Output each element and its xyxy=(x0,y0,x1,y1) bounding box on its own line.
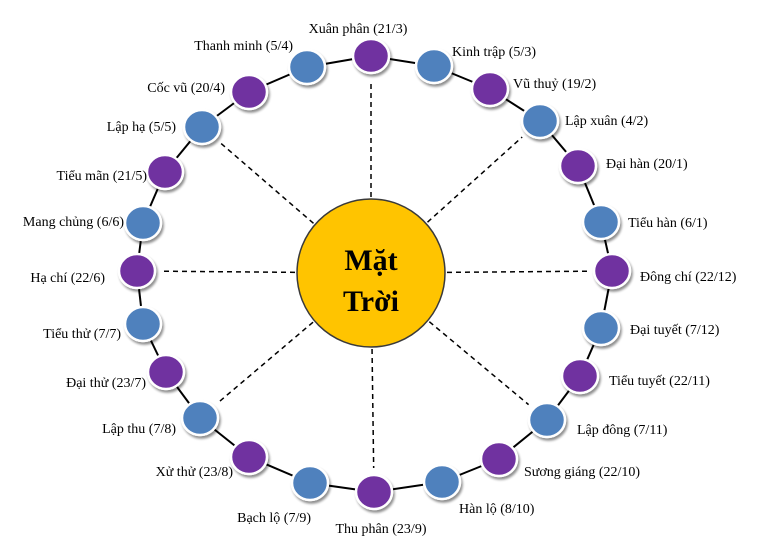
term-label: Đại thử (23/7) xyxy=(66,376,146,391)
term-node-blue xyxy=(414,47,454,85)
term-node-purple xyxy=(229,73,269,111)
term-node-purple xyxy=(145,153,185,191)
term-label: Kinh trập (5/3) xyxy=(452,45,536,60)
term-label: Vũ thuỷ (19/2) xyxy=(513,77,597,92)
term-node-blue xyxy=(123,305,163,343)
sun-label-line2: Trời xyxy=(343,285,399,318)
term-label: Hạ chí (22/6) xyxy=(30,271,105,286)
term-node-blue xyxy=(527,401,567,439)
dashed-spoke xyxy=(427,136,523,223)
term-label: Đông chí (22/12) xyxy=(640,270,737,285)
dashed-spoke xyxy=(217,321,314,404)
term-node-blue xyxy=(422,463,462,501)
dashed-spoke xyxy=(428,321,530,406)
term-label: Xuân phân (21/3) xyxy=(309,22,408,37)
term-node-purple xyxy=(351,37,391,75)
term-node-blue xyxy=(581,309,621,347)
term-node-purple xyxy=(558,147,598,185)
term-label: Xử thử (23/8) xyxy=(156,465,234,480)
term-label: Tiểu mãn (21/5) xyxy=(57,169,148,184)
term-label: Bạch lộ (7/9) xyxy=(237,511,311,526)
dashed-spoke xyxy=(446,270,589,274)
term-label: Thu phân (23/9) xyxy=(336,522,427,537)
sun-circle xyxy=(296,198,446,348)
term-label: Cốc vũ (20/4) xyxy=(147,81,225,96)
term-node-purple xyxy=(560,357,600,395)
term-node-blue xyxy=(182,108,222,146)
dashed-spoke xyxy=(219,142,314,224)
term-labels: Xuân phân (21/3) Kinh trập (5/3) Vũ thuỷ (… xyxy=(23,22,737,537)
term-label: Tiểu thử (7/7) xyxy=(43,327,121,342)
term-label: Tiểu hàn (6/1) xyxy=(628,216,708,231)
term-label: Hàn lộ (8/10) xyxy=(459,502,535,517)
term-node-blue xyxy=(290,464,330,502)
term-node-purple xyxy=(146,353,186,391)
term-node-blue xyxy=(520,102,560,140)
sun: Mặt Trời xyxy=(296,198,446,348)
dashed-spoke xyxy=(371,348,375,469)
term-node-blue xyxy=(581,203,621,241)
dashed-spoke xyxy=(160,270,296,274)
term-label: Lập đông (7/11) xyxy=(577,423,668,438)
term-label: Đại tuyết (7/12) xyxy=(630,323,720,338)
term-node-blue xyxy=(123,204,163,242)
term-label: Lập hạ (5/5) xyxy=(107,120,177,135)
term-node-purple xyxy=(117,252,157,290)
term-label: Đại hàn (20/1) xyxy=(606,157,688,172)
dashed-spokes xyxy=(160,80,589,469)
term-node-blue xyxy=(180,399,220,437)
term-node-purple xyxy=(229,438,269,476)
term-label: Thanh minh (5/4) xyxy=(194,39,293,54)
term-node-blue xyxy=(287,48,327,86)
term-label: Lập thu (7/8) xyxy=(102,422,176,437)
term-label: Lập xuân (4/2) xyxy=(565,114,649,129)
term-label: Mang chủng (6/6) xyxy=(23,215,124,230)
term-label: Sương giáng (22/10) xyxy=(524,465,640,480)
term-nodes xyxy=(117,37,632,511)
term-node-purple xyxy=(354,473,394,511)
term-node-purple xyxy=(479,440,519,478)
term-node-purple xyxy=(592,252,632,290)
term-node-purple xyxy=(470,70,510,108)
sun-label-line1: Mặt xyxy=(344,244,397,277)
term-label: Tiểu tuyết (22/11) xyxy=(609,374,710,389)
